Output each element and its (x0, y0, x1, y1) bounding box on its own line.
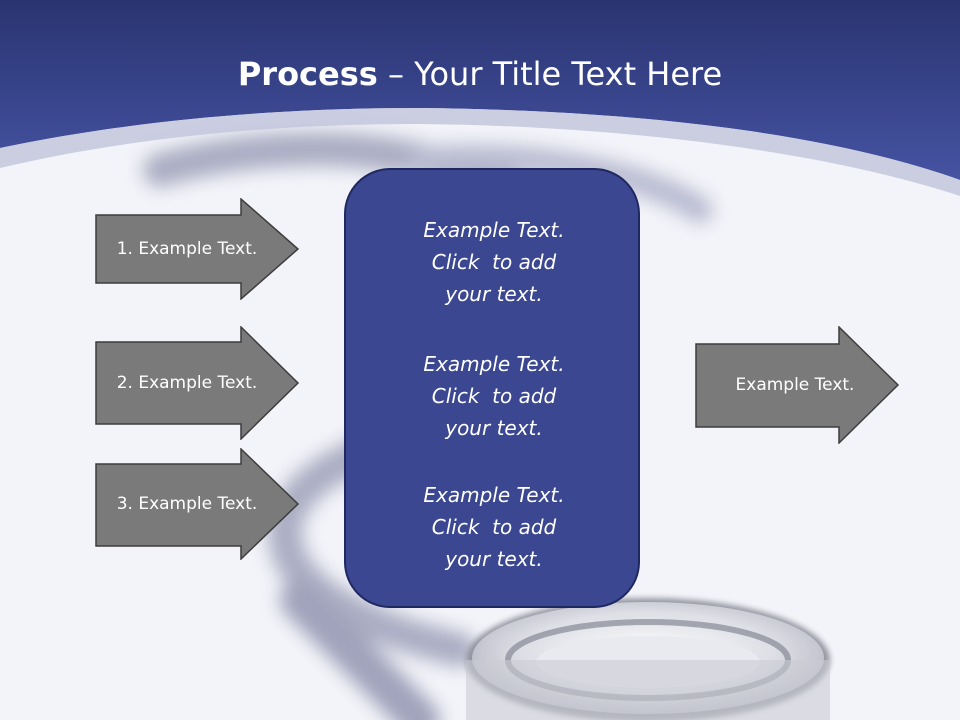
right-arrow-label: Example Text. (735, 375, 855, 395)
stethoscope-chestpiece (466, 598, 830, 720)
center-line: your text. (445, 547, 543, 571)
header-band (0, 0, 960, 180)
right-arrow-shape (695, 326, 900, 444)
title-rest: – Your Title Text Here (377, 55, 723, 93)
center-text-block-1: Example Text. Click to add your text. (346, 214, 642, 310)
center-line: Click to add (431, 250, 557, 274)
center-text-block-2: Example Text. Click to add your text. (346, 348, 642, 444)
center-line: Example Text. (423, 218, 565, 242)
arrow-shape-1 (95, 198, 300, 300)
right-arrow: Example Text. (695, 326, 900, 444)
center-line: Example Text. (423, 483, 565, 507)
arrow-shape-3 (95, 448, 300, 560)
arrow-label-3: 3. Example Text. (116, 494, 258, 514)
center-line: Example Text. (423, 352, 565, 376)
center-process-box: Example Text. Click to add your text. Ex… (344, 168, 640, 608)
center-line: Click to add (431, 384, 557, 408)
center-text-block-3: Example Text. Click to add your text. (346, 479, 642, 575)
left-arrow-2: 2. Example Text. (95, 326, 300, 440)
center-line: your text. (445, 282, 543, 306)
arrow-label-1: 1. Example Text. (116, 239, 258, 259)
slide-title: Process – Your Title Text Here (0, 52, 960, 96)
left-arrow-3: 3. Example Text. (95, 448, 300, 560)
arrow-shape-2 (95, 326, 300, 440)
center-line: your text. (445, 416, 543, 440)
title-bold: Process (237, 55, 378, 93)
header-swoosh (0, 108, 960, 196)
left-arrow-1: 1. Example Text. (95, 198, 300, 300)
arrow-label-2: 2. Example Text. (116, 373, 258, 393)
center-line: Click to add (431, 515, 557, 539)
